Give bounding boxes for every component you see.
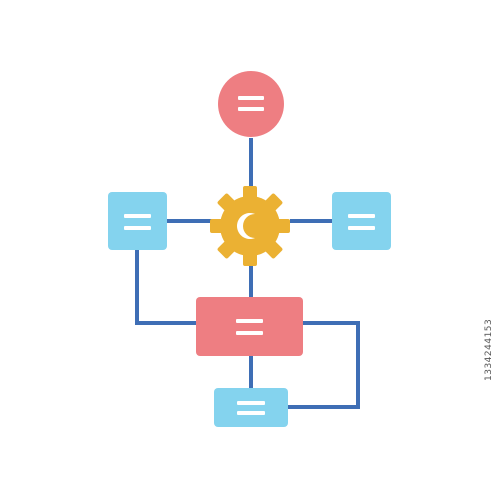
output-box	[214, 388, 288, 427]
output-box-shape	[214, 388, 288, 427]
right-box-shape	[332, 192, 391, 250]
gear-crescent	[237, 213, 255, 239]
left-input-box	[108, 192, 167, 250]
text-lines-icon	[124, 214, 151, 230]
connector-loop-right	[287, 321, 360, 409]
text-lines-icon	[237, 401, 265, 415]
text-lines-icon	[236, 319, 263, 335]
main-process-box	[196, 297, 303, 356]
start-circle	[218, 71, 284, 137]
connector-left-box-to-main-process	[135, 250, 198, 325]
text-lines-icon	[348, 214, 375, 230]
left-box-shape	[108, 192, 167, 250]
text-lines-icon	[238, 96, 264, 111]
connectors	[135, 138, 360, 409]
start-node	[218, 71, 284, 137]
right-input-box	[332, 192, 391, 250]
main-process-shape	[196, 297, 303, 356]
stock-id-label: 1334244153	[484, 318, 494, 382]
gear-icon	[210, 186, 290, 266]
